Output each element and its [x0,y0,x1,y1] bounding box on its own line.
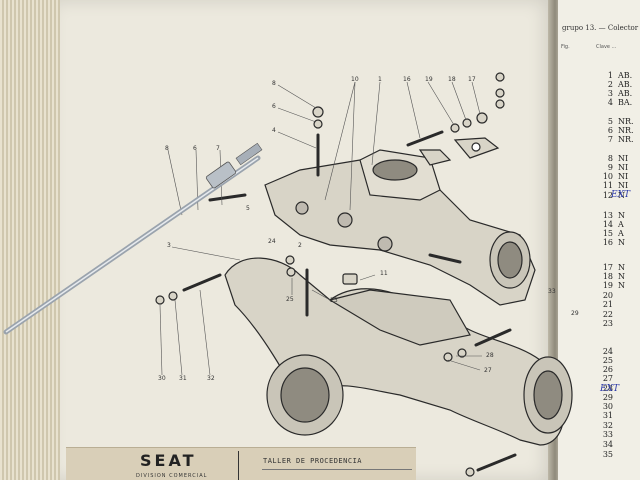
callout-number: 6 [272,103,276,110]
column-header-clave: Clave ... [596,44,617,50]
part-figure-number: 10 [602,172,613,181]
callout-number: 8 [272,80,276,87]
part-figure-number: 24 [602,347,613,356]
callout-number: 29 [571,310,579,317]
workshop-label-card [66,447,416,480]
workshop-field-line [262,469,412,470]
handwritten-note: EXT [611,190,630,200]
callout-number: 10 [351,76,359,83]
part-figure-number: 18 [602,272,613,281]
part-code: N [618,211,625,220]
part-figure-number: 32 [602,421,613,430]
part-figure-number: 35 [602,450,613,459]
part-code: N [618,238,625,247]
part-figure-number: 33 [602,430,613,439]
part-code: NR. [618,135,634,144]
callout-number: 11 [380,270,388,277]
callout-number: 3 [167,242,171,249]
part-figure-number: 9 [607,163,613,172]
part-figure-number: 19 [602,281,613,290]
part-figure-number: 5 [607,117,613,126]
callout-number: 32 [207,375,215,382]
part-code: NR. [618,126,634,135]
book-page-edges [0,0,70,480]
callout-number: 23 [330,297,338,304]
callout-number: 27 [484,367,492,374]
parts-group-header: grupo 13. — Colector [562,24,639,32]
part-figure-number: 16 [602,238,613,247]
part-figure-number: 4 [607,98,613,107]
part-code: A [618,220,624,229]
callout-number: 8 [165,145,169,152]
part-figure-number: 21 [602,300,613,309]
part-figure-number: 28 [602,384,613,393]
callout-number: 4 [272,127,276,134]
part-code: N [618,263,625,272]
part-code: NR. [618,117,634,126]
workshop-field-label: TALLER DE PROCEDENCIA [263,457,363,465]
callout-number: 16 [403,76,411,83]
part-figure-number: 8 [607,154,613,163]
callout-number: 18 [448,76,456,83]
part-figure-number: 25 [602,356,613,365]
callout-number: 33 [548,288,556,295]
callout-number: 7 [216,145,220,152]
part-figure-number: 11 [602,181,613,190]
part-code: NI [618,163,629,172]
part-figure-number: 29 [602,393,613,402]
part-figure-number: 2 [607,80,613,89]
part-code: NI [618,181,629,190]
division-text: DIVISION COMERCIAL [136,473,208,479]
part-figure-number: 30 [602,402,613,411]
part-figure-number: 26 [602,365,613,374]
part-code: N [618,281,625,290]
part-figure-number: 6 [607,126,613,135]
callout-number: 31 [179,375,187,382]
part-figure-number: 3 [607,89,613,98]
callout-number: 5 [246,205,250,212]
part-code: AB. [618,89,633,98]
part-figure-number: 27 [602,374,613,383]
part-figure-number: 12 [602,191,613,200]
callout-number: 30 [158,375,166,382]
part-figure-number: 20 [602,291,613,300]
part-figure-number: 23 [602,319,613,328]
callout-number: 2 [298,242,302,249]
part-code: NI [618,154,629,163]
column-header-fig: Fig. [561,44,570,50]
part-figure-number: 1 [607,71,613,80]
callout-number: 19 [425,76,433,83]
part-code: AB. [618,71,633,80]
callout-number: 25 [286,296,294,303]
part-figure-number: 34 [602,440,613,449]
handwritten-note: EXT [600,384,619,394]
part-figure-number: 17 [602,263,613,272]
callout-number: 6 [193,145,197,152]
seat-logo: SEAT [140,451,197,470]
callout-number: 1 [378,76,382,83]
part-code: BA. [618,98,633,107]
part-code: A [618,229,624,238]
card-divider [238,451,239,480]
part-figure-number: 15 [602,229,613,238]
part-figure-number: 22 [602,310,613,319]
part-figure-number: 13 [602,211,613,220]
callout-number: 24 [268,238,276,245]
part-figure-number: 31 [602,411,613,420]
part-figure-number: 7 [607,135,613,144]
callout-number: 28 [486,352,494,359]
part-figure-number: 14 [602,220,613,229]
part-code: N [618,272,625,281]
part-code: N [618,191,625,200]
part-code: NI [618,172,629,181]
part-code: AB. [618,80,633,89]
callout-number: 17 [468,76,476,83]
